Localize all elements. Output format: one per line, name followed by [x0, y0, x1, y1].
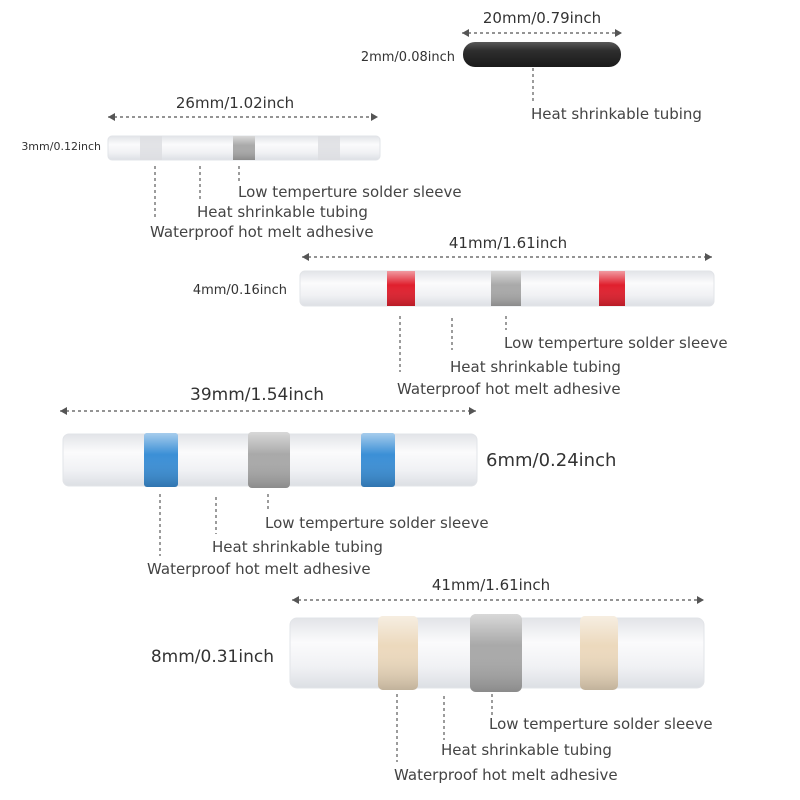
solder-sleeve-gloss — [248, 432, 290, 488]
label-heat-shrink: Heat shrinkable tubing — [441, 741, 612, 759]
item-connector-6mm: 39mm/1.54inch 6mm/0.24inch Low tempertur… — [60, 385, 616, 578]
label-adhesive: Waterproof hot melt adhesive — [394, 766, 618, 784]
solder-sleeve-gloss — [470, 614, 522, 692]
label-heat-shrink: Heat shrinkable tubing — [197, 203, 368, 221]
label-adhesive: Waterproof hot melt adhesive — [397, 380, 621, 398]
width-label: 41mm/1.61inch — [432, 576, 550, 594]
width-arrow-right — [705, 253, 712, 261]
width-arrow-left — [60, 407, 67, 415]
label-solder-sleeve: Low temperture solder sleeve — [238, 183, 462, 201]
adhesive-ring-right — [318, 136, 340, 160]
adhesive-ring-left-gloss — [144, 433, 178, 487]
label-solder-sleeve: Low temperture solder sleeve — [489, 715, 713, 733]
item-connector-8mm: 41mm/1.61inch 8mm/0.31inch Low tempertur… — [151, 576, 713, 784]
solder-sleeve-gloss — [491, 271, 521, 306]
width-arrow-left — [292, 596, 299, 604]
adhesive-ring-right-gloss — [599, 271, 625, 306]
black-tube — [463, 42, 621, 67]
item-connector-3mm: 26mm/1.02inch 3mm/0.12inch Low tempertur… — [21, 94, 461, 241]
label-adhesive: Waterproof hot melt adhesive — [147, 560, 371, 578]
width-label: 26mm/1.02inch — [176, 94, 294, 112]
item-connector-4mm: 41mm/1.61inch 4mm/0.16inch Low tempertur… — [193, 234, 728, 398]
label-solder-sleeve: Low temperture solder sleeve — [504, 334, 728, 352]
solder-sleeve-gloss — [233, 136, 255, 160]
component-label: Heat shrinkable tubing — [531, 105, 702, 123]
diameter-label: 6mm/0.24inch — [486, 450, 616, 471]
width-arrow-right — [469, 407, 476, 415]
width-label: 41mm/1.61inch — [449, 234, 567, 252]
width-label: 39mm/1.54inch — [190, 385, 324, 405]
adhesive-ring-left-gloss — [378, 616, 418, 690]
width-arrow-left — [302, 253, 309, 261]
width-arrow-left — [462, 29, 469, 37]
diameter-label: 2mm/0.08inch — [361, 50, 455, 65]
label-solder-sleeve: Low temperture solder sleeve — [265, 514, 489, 532]
width-label: 20mm/0.79inch — [483, 9, 601, 27]
adhesive-ring-right-gloss — [580, 616, 618, 690]
adhesive-ring-right-gloss — [361, 433, 395, 487]
width-arrow-right — [371, 113, 378, 121]
adhesive-ring-left-gloss — [387, 271, 415, 306]
diameter-label: 8mm/0.31inch — [151, 647, 274, 667]
diameter-label: 4mm/0.16inch — [193, 283, 287, 298]
item-black-tube: 20mm/0.79inch 2mm/0.08inch Heat shrinkab… — [361, 9, 702, 123]
width-arrow-right — [697, 596, 704, 604]
label-heat-shrink: Heat shrinkable tubing — [450, 358, 621, 376]
width-arrow-right — [615, 29, 622, 37]
label-heat-shrink: Heat shrinkable tubing — [212, 538, 383, 556]
adhesive-ring-left — [140, 136, 162, 160]
width-arrow-left — [108, 113, 115, 121]
label-adhesive: Waterproof hot melt adhesive — [150, 223, 374, 241]
diameter-label: 3mm/0.12inch — [21, 140, 101, 153]
